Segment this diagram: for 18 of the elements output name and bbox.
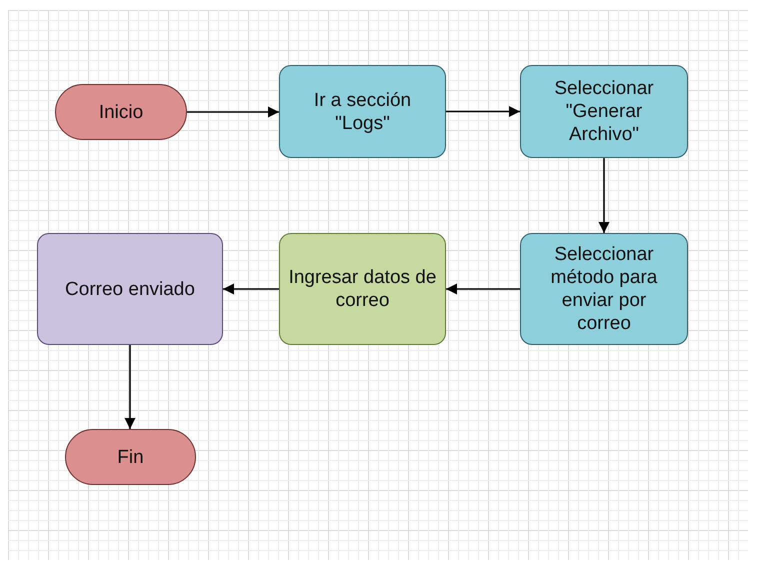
node-label: Seleccionar método para enviar por correo — [550, 243, 658, 335]
arrow — [446, 106, 520, 118]
arrow — [598, 158, 610, 233]
arrow — [187, 106, 279, 118]
process-box — [520, 233, 688, 345]
node-label: Inicio — [98, 100, 144, 124]
node-label: Correo enviado — [64, 278, 196, 300]
node-label: Fin — [116, 446, 145, 468]
node-label: Seleccionar "Generar Archivo" — [553, 77, 655, 146]
process-box — [520, 65, 688, 158]
node-label: Ir a sección "Logs" — [312, 88, 412, 134]
arrow — [124, 345, 136, 429]
process-box — [279, 65, 446, 158]
process-box — [279, 233, 446, 345]
arrow — [223, 283, 279, 295]
process-box — [37, 233, 223, 345]
node-label: Ingresar datos de correo — [288, 266, 438, 312]
arrow — [446, 283, 520, 295]
